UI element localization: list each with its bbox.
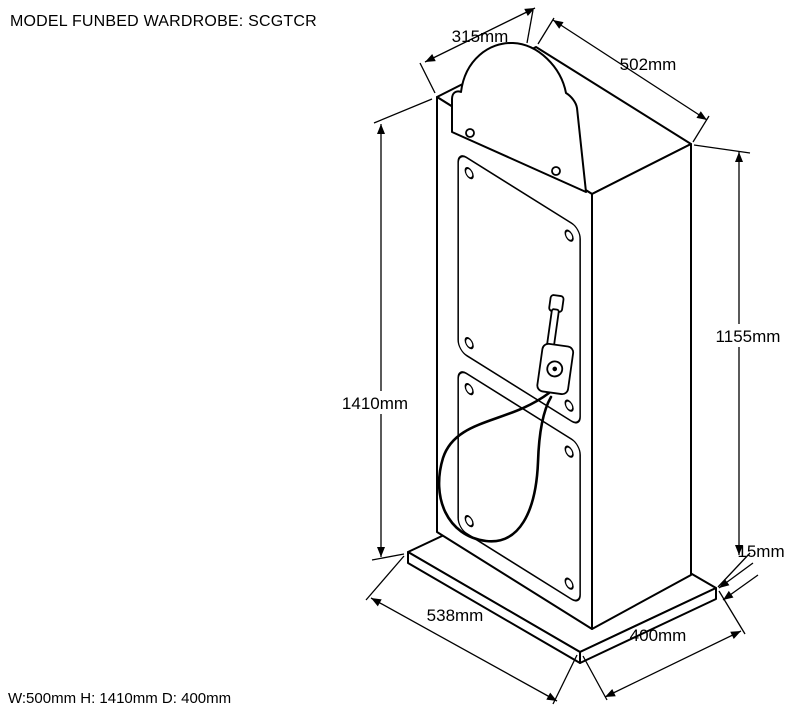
dimensions-summary: W:500mm H: 1410mm D: 400mm <box>8 690 232 707</box>
dimension-502: 502mm <box>537 17 710 143</box>
cabinet-right-face <box>591 143 692 630</box>
dim-base-thickness-label: 15mm <box>737 542 784 561</box>
arch-screw-hole <box>465 128 475 138</box>
dimension-315: 315mm <box>419 7 536 94</box>
dimension-line <box>604 630 742 698</box>
extension-line <box>718 590 746 635</box>
front-panel-lower <box>457 371 581 602</box>
dim-left-height-label: 1410mm <box>342 394 408 413</box>
screw-hole <box>564 399 574 412</box>
leader-line <box>718 562 754 589</box>
extension-line <box>552 654 578 705</box>
drawing-title: MODEL FUNBED WARDROBE: SCGTCR <box>10 13 317 30</box>
extension-line <box>419 62 436 94</box>
screw-hole <box>564 445 574 458</box>
extension-line <box>693 144 751 154</box>
dim-base-front-label: 538mm <box>427 606 484 625</box>
dimension-400: 400mm <box>582 590 746 701</box>
dimension-1155: 1155mm <box>693 144 794 588</box>
screw-hole <box>464 167 474 180</box>
lock-keyhole-center <box>552 366 558 372</box>
lock-device <box>536 294 575 396</box>
dimension-538: 538mm <box>365 555 578 705</box>
dimension-line <box>424 7 536 63</box>
dimension-line <box>370 597 558 702</box>
screw-hole <box>464 383 474 396</box>
label-backdrop <box>329 391 421 414</box>
extension-line <box>537 17 555 45</box>
screw-hole <box>464 337 474 350</box>
extension-line <box>365 555 405 601</box>
label-backdrop <box>702 324 794 347</box>
screw-hole <box>564 577 574 590</box>
tether-cable <box>437 391 553 543</box>
extension-line <box>582 655 608 701</box>
dim-base-side-label: 400mm <box>630 626 687 645</box>
dimension-line <box>552 19 708 121</box>
screw-hole <box>464 515 474 528</box>
arch-screw-hole <box>551 166 561 176</box>
dim-right-height-label: 1155mm <box>716 327 781 346</box>
dim-top-left-label: 315mm <box>452 27 509 46</box>
extension-line <box>371 553 405 561</box>
extension-line <box>526 9 534 44</box>
extension-line <box>373 98 433 124</box>
leader-line <box>722 574 759 601</box>
dimension-1410: 1410mm <box>329 98 433 561</box>
dimension-15: 15mm <box>718 542 785 601</box>
dim-top-right-label: 502mm <box>620 55 677 74</box>
screw-hole <box>564 229 574 242</box>
